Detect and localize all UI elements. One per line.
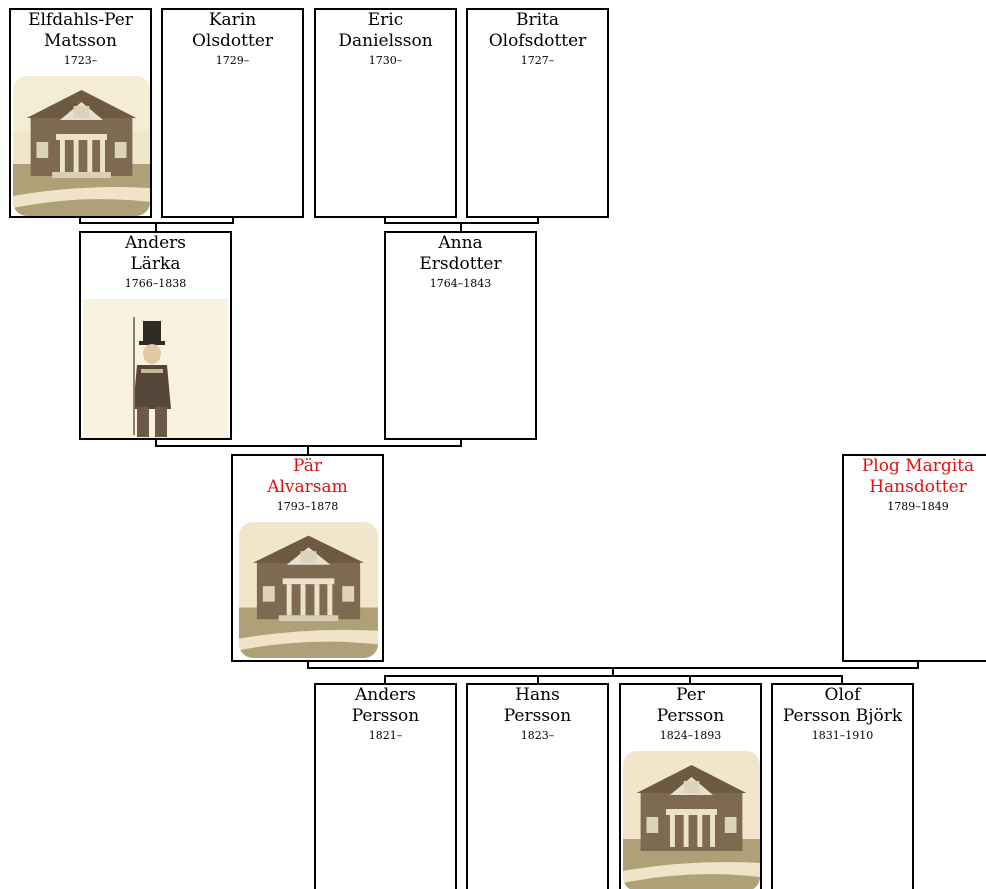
person-dates: 1729– bbox=[215, 54, 250, 67]
person-name-first: Eric bbox=[367, 10, 404, 30]
person-name-last: Lärka bbox=[130, 254, 181, 274]
person-card-per-persson[interactable]: Per Persson 1824–1893 bbox=[619, 683, 762, 889]
person-name-last: Persson bbox=[503, 706, 572, 726]
person-dates: 1823– bbox=[520, 729, 555, 742]
connector-line bbox=[384, 218, 386, 224]
connector-line bbox=[384, 675, 386, 684]
person-name-first: Plog Margita bbox=[861, 456, 975, 476]
person-name-first: Per bbox=[676, 685, 705, 705]
connector-line bbox=[689, 675, 691, 684]
person-name-last: Ersdotter bbox=[419, 254, 502, 274]
person-dates: 1727– bbox=[520, 54, 555, 67]
connector-line bbox=[79, 218, 81, 224]
person-card-par-alvarsam[interactable]: Pär Alvarsam 1793–1878 bbox=[231, 454, 384, 662]
person-name-first: Olof bbox=[824, 685, 861, 705]
person-card-plog-margita-hansdotter[interactable]: Plog Margita Hansdotter 1789–1849 bbox=[842, 454, 986, 662]
person-name-last: Persson bbox=[351, 706, 420, 726]
person-name-first: Anders bbox=[354, 685, 417, 705]
person-card-anna-ersdotter[interactable]: Anna Ersdotter 1764–1843 bbox=[384, 231, 537, 440]
connector-line bbox=[460, 222, 462, 231]
connector-line bbox=[155, 222, 157, 231]
person-card-anders-persson[interactable]: Anders Persson 1821– bbox=[314, 683, 457, 889]
connector-line bbox=[232, 218, 234, 224]
house-photo[interactable] bbox=[623, 751, 760, 889]
person-card-hans-persson[interactable]: Hans Persson 1823– bbox=[466, 683, 609, 889]
person-dates: 1821– bbox=[368, 729, 403, 742]
person-card-olof-persson-bjork[interactable]: Olof Persson Björk 1831–1910 bbox=[771, 683, 914, 889]
soldier-portrait[interactable] bbox=[83, 299, 228, 438]
person-name-last: Olsdotter bbox=[191, 31, 274, 51]
connector-line bbox=[307, 662, 309, 669]
person-name-last: Danielsson bbox=[338, 31, 433, 51]
person-dates: 1766–1838 bbox=[124, 277, 187, 290]
connector-line bbox=[460, 440, 462, 447]
person-name-last: Persson bbox=[656, 706, 725, 726]
person-dates: 1831–1910 bbox=[811, 729, 874, 742]
connector-line bbox=[384, 675, 843, 677]
person-dates: 1824–1893 bbox=[659, 729, 722, 742]
person-dates: 1764–1843 bbox=[429, 277, 492, 290]
person-name-first: Hans bbox=[515, 685, 560, 705]
connector-line bbox=[917, 662, 919, 669]
person-name-last: Olofsdotter bbox=[488, 31, 587, 51]
house-photo[interactable] bbox=[13, 76, 150, 216]
connector-line bbox=[155, 440, 157, 447]
person-name-first: Anders bbox=[124, 233, 187, 253]
person-name-first: Pär bbox=[293, 456, 322, 476]
person-name-last: Persson Björk bbox=[782, 706, 903, 726]
connector-line bbox=[612, 667, 614, 675]
connector-line bbox=[307, 445, 309, 454]
person-name-first: Elfdahls-Per bbox=[28, 10, 133, 30]
person-card-eric-danielsson[interactable]: Eric Danielsson 1730– bbox=[314, 8, 457, 218]
person-dates: 1789–1849 bbox=[887, 500, 949, 513]
person-name-first: Karin bbox=[208, 10, 257, 30]
person-card-brita-olofsdotter[interactable]: Brita Olofsdotter 1727– bbox=[466, 8, 609, 218]
connector-line bbox=[537, 218, 539, 224]
house-photo[interactable] bbox=[239, 522, 378, 658]
person-name-last: Matsson bbox=[43, 31, 117, 51]
connector-line bbox=[841, 675, 843, 684]
person-name-first: Anna bbox=[438, 233, 483, 253]
person-card-elfdahls-per-matsson[interactable]: Elfdahls-Per Matsson 1723– bbox=[9, 8, 152, 218]
person-dates: 1730– bbox=[368, 54, 403, 67]
person-card-karin-olsdotter[interactable]: Karin Olsdotter 1729– bbox=[161, 8, 304, 218]
person-name-last: Hansdotter bbox=[869, 477, 967, 497]
connector-line bbox=[537, 675, 539, 684]
person-name-first: Brita bbox=[515, 10, 560, 30]
person-name-last: Alvarsam bbox=[267, 477, 348, 497]
person-dates: 1793–1878 bbox=[276, 500, 339, 513]
person-card-anders-larka[interactable]: Anders Lärka 1766–1838 bbox=[79, 231, 232, 440]
person-dates: 1723– bbox=[63, 54, 98, 67]
